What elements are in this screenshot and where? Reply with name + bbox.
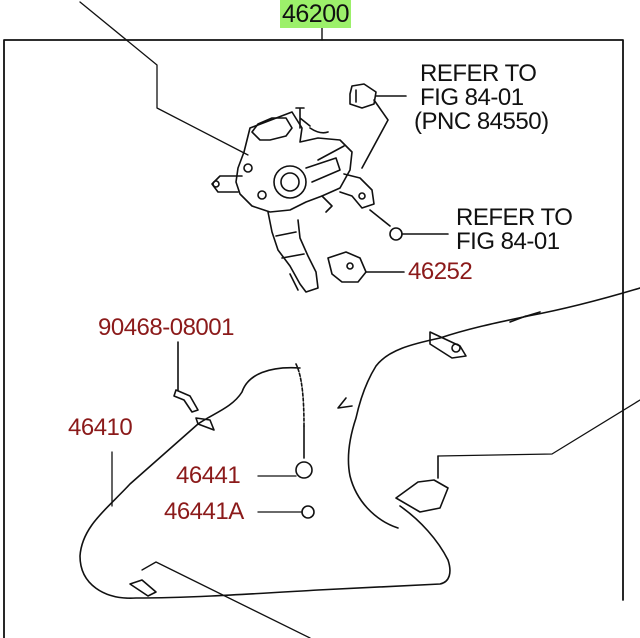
parking-brake-pedal-assembly [211, 107, 375, 293]
part-number-highlight[interactable]: 46200 [280, 0, 352, 28]
reference-note-1-line-3: (PNC 84550) [414, 108, 549, 135]
rear-cable-right [337, 287, 640, 529]
callout-46441[interactable]: 46441 [176, 462, 241, 489]
callout-46252[interactable]: 46252 [408, 258, 473, 285]
callout-46441A[interactable]: 46441A [164, 498, 244, 525]
stopper-part [327, 251, 405, 283]
reference-note-1-line-1: REFER TO [420, 60, 537, 87]
reference-note-2-line-2: FIG 84-01 [456, 228, 560, 255]
clip-leader-line [361, 99, 389, 169]
clip-part [349, 83, 407, 109]
rear-cable-left [79, 363, 451, 599]
clamp-part [173, 341, 199, 413]
pedal-leader-line [79, 1, 249, 156]
assembly-part-number[interactable]: 46200 [280, 0, 352, 28]
reference-note-2-line-1: REFER TO [456, 204, 573, 231]
reference-note-1-line-2: FIG 84-01 [420, 84, 524, 111]
frame-border [3, 39, 624, 638]
callout-90468-08001[interactable]: 90468-08001 [98, 314, 234, 341]
bottom-leader [141, 561, 311, 638]
right-cable-leader [437, 399, 640, 457]
callout-46410[interactable]: 46410 [68, 414, 133, 441]
bolt-part [369, 209, 449, 241]
